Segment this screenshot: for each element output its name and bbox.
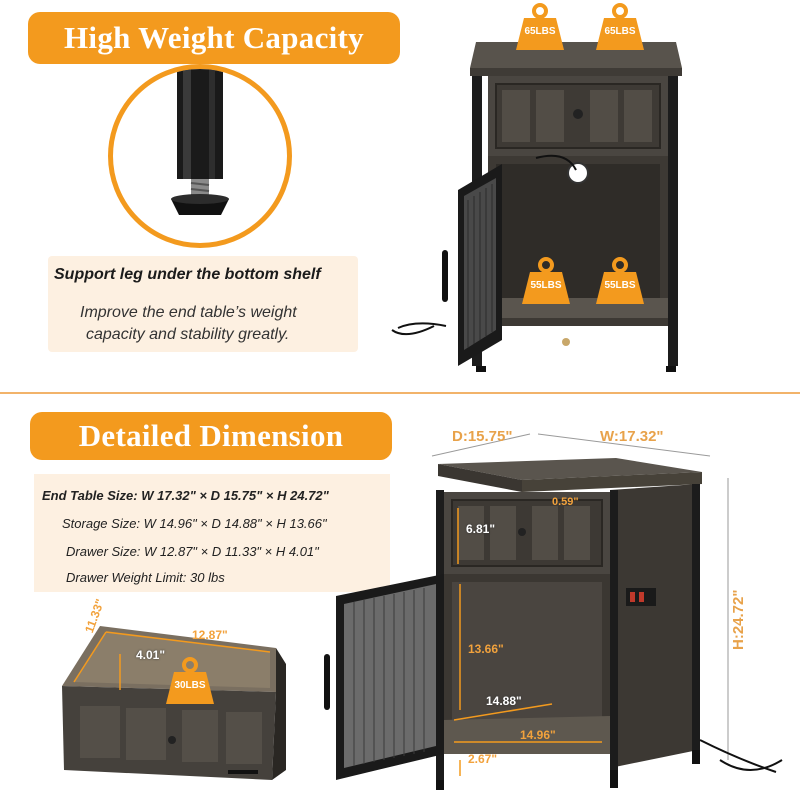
banner-title: Detailed Dimension — [78, 418, 344, 453]
table-width-label: W:17.32" — [600, 428, 664, 445]
spec-drawer-limit: Drawer Weight Limit: 30 lbs — [66, 570, 225, 585]
storage-depth-label: 14.88" — [486, 694, 522, 708]
high-weight-capacity-banner: High Weight Capacity — [28, 12, 400, 64]
support-leg-caption: Support leg under the bottom shelf Impro… — [48, 256, 358, 352]
weight-65lbs-left-icon: 65LBS — [514, 2, 566, 52]
support-leg-illustration — [171, 69, 229, 215]
storage-height-label: 13.66" — [468, 642, 504, 656]
spec-storage: Storage Size: W 14.96" × D 14.88" × H 13… — [62, 516, 327, 531]
spec-end-table: End Table Size: W 17.32" × D 15.75" × H … — [42, 488, 329, 503]
table-depth-label: D:15.75" — [452, 428, 513, 445]
drawer-height-label: 6.81" — [466, 522, 496, 536]
weight-65lbs-right-icon: 65LBS — [594, 2, 646, 52]
drawer-height-label: 4.01" — [136, 648, 166, 662]
detailed-dimension-banner: Detailed Dimension — [30, 412, 392, 460]
nightstand-dimension-illustration — [324, 433, 783, 790]
weight-label: 55LBS — [604, 280, 636, 291]
weight-55lbs-right-icon: 55LBS — [594, 256, 646, 306]
table-height-label: H:24.72" — [730, 589, 747, 650]
storage-width-label: 14.96" — [520, 728, 556, 742]
drawer-illustration — [62, 626, 286, 780]
caption-body-line-1: Improve the end table’s weight — [80, 304, 297, 321]
weight-label: 55LBS — [530, 280, 562, 291]
leg-height-label: 2.67" — [468, 752, 498, 766]
support-leg-zoom-circle — [108, 64, 292, 248]
weight-label: 65LBS — [604, 26, 636, 37]
weight-30lbs-icon: 30LBS — [164, 656, 216, 706]
weight-label: 30LBS — [174, 680, 206, 691]
caption-title: Support leg under the bottom shelf — [54, 266, 321, 283]
weight-55lbs-left-icon: 55LBS — [520, 256, 572, 306]
spec-drawer: Drawer Size: W 12.87" × D 11.33" × H 4.0… — [66, 544, 319, 559]
banner-title: High Weight Capacity — [64, 20, 364, 55]
top-thickness-label: 0.59" — [552, 496, 579, 508]
drawer-width-label: 12.87" — [192, 628, 228, 642]
specs-box: End Table Size: W 17.32" × D 15.75" × H … — [34, 474, 390, 592]
weight-label: 65LBS — [524, 26, 556, 37]
caption-body-line-2: capacity and stability greatly. — [86, 326, 290, 343]
section-divider — [0, 392, 800, 394]
nightstand-top-illustration — [391, 42, 682, 372]
